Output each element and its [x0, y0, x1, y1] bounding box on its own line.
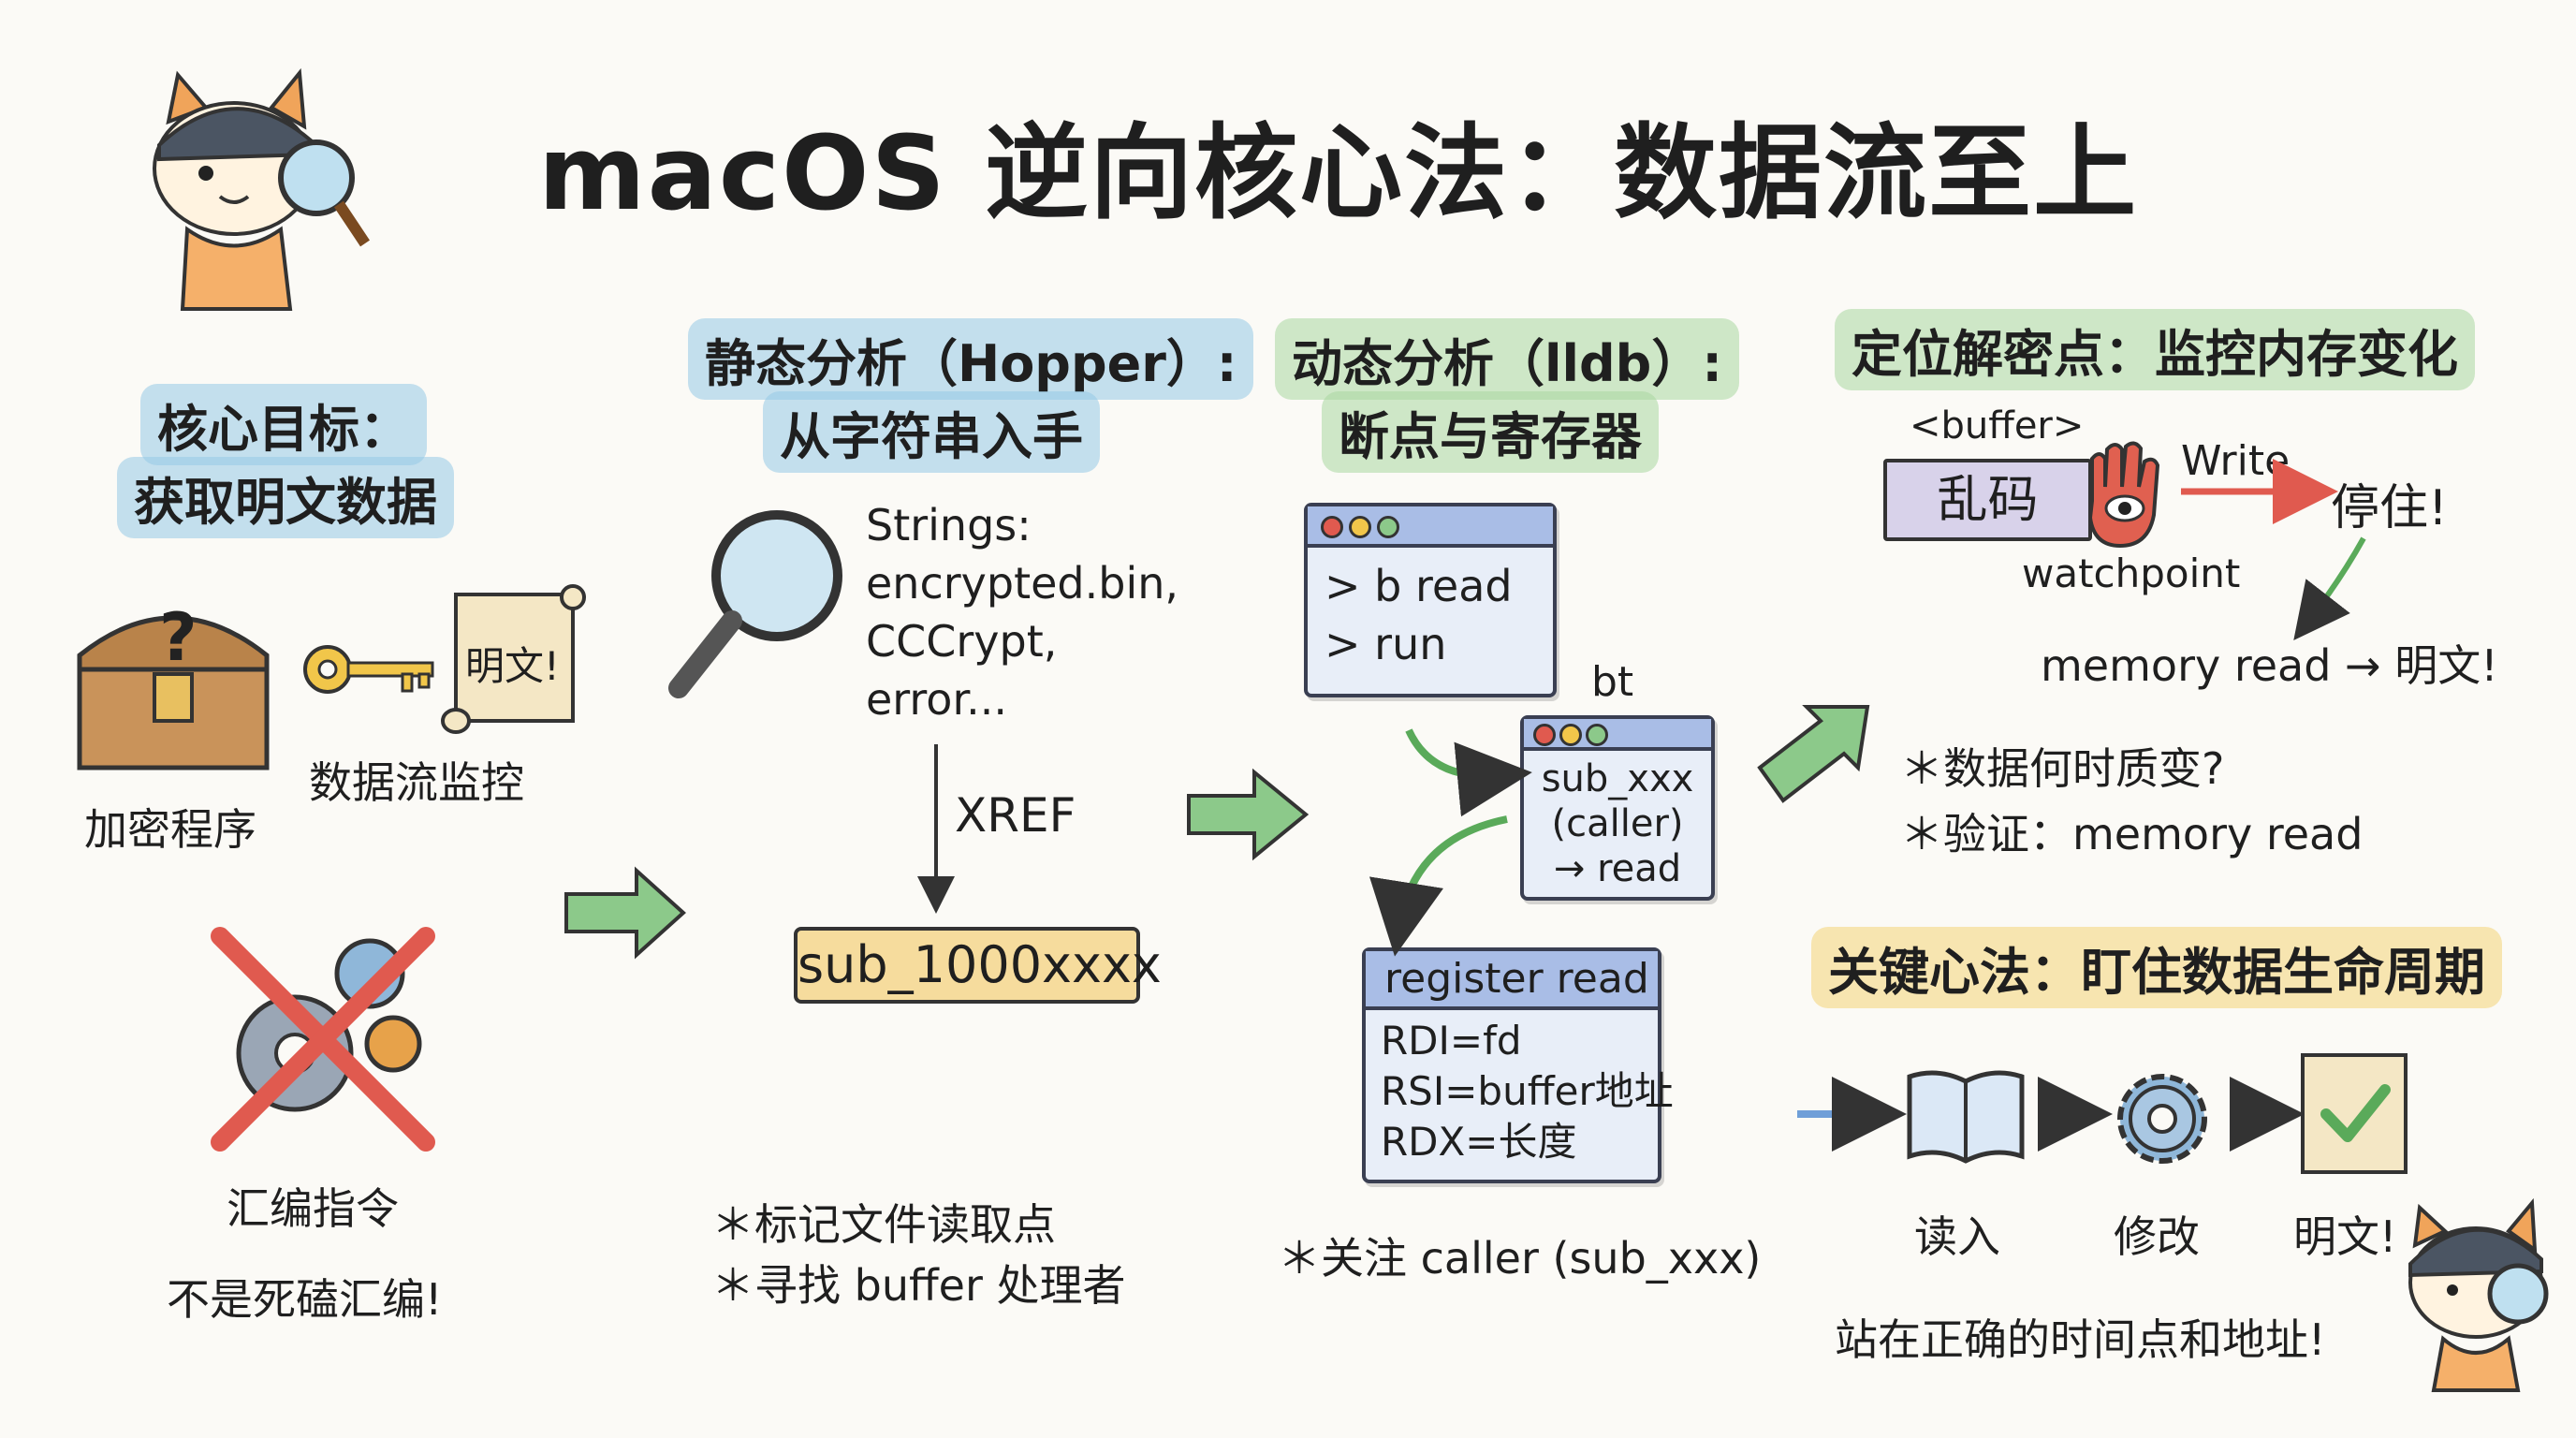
step-label: 明文! [2293, 1211, 2397, 1262]
decrypt-note: ＊验证：memory read [1900, 809, 2364, 859]
window-titlebar [1524, 719, 1711, 751]
caller-to-register-arrow [1369, 815, 1508, 957]
buffer-label: <buffer> [1910, 404, 2085, 448]
decrypt-heading: 定位解密点：监控内存变化 [1835, 309, 2475, 390]
dynamic-note: ＊关注 caller (sub_xxx) [1278, 1233, 1762, 1284]
goal-heading-line1: 核心目标： [140, 384, 427, 465]
register-title: register read [1366, 951, 1658, 1010]
arrow-static-to-dynamic [1187, 768, 1310, 861]
caller-line: sub_xxx [1541, 757, 1694, 800]
book-icon [1907, 1070, 2025, 1164]
scroll-icon [441, 584, 586, 734]
treasure-chest-icon: ? [77, 599, 270, 770]
console-line: > b read [1325, 561, 1513, 611]
dynamic-heading-line2: 断点与寄存器 [1322, 391, 1659, 473]
write-label: Write [2181, 437, 2291, 485]
key-heading: 关键心法：盯住数据生命周期 [1811, 927, 2502, 1008]
static-heading-line2: 从字符串入手 [763, 391, 1100, 473]
decrypt-note: ＊数据何时质变? [1900, 743, 2225, 794]
register-line: RSI=buffer地址 [1381, 1068, 1674, 1114]
strings-line: error... [866, 674, 1008, 725]
gears-crossed-icon [211, 927, 435, 1152]
caller-line: (caller) [1551, 802, 1684, 845]
chest-label: 加密程序 [84, 804, 256, 855]
magnifier-icon [668, 510, 842, 698]
scroll-plaintext: 明文! [465, 643, 560, 689]
strings-line: Strings: [866, 500, 1032, 550]
bt-label: bt [1591, 658, 1634, 706]
register-line: RDI=fd [1381, 1018, 1522, 1064]
memory-read-label: memory read → 明文! [2041, 640, 2498, 691]
static-heading-line1: 静态分析（Hopper）: [688, 318, 1254, 400]
caller-window: sub_xxx (caller) → read [1520, 715, 1715, 901]
static-note: ＊寻找 buffer 处理者 [711, 1260, 1126, 1311]
garbled-buffer: 乱码 [1883, 459, 2092, 541]
svg-text:?: ? [159, 599, 198, 676]
step-label: 修改 [2114, 1211, 2200, 1262]
not-asm-label: 不是死磕汇编! [167, 1274, 443, 1325]
xref-label: XREF [955, 788, 1076, 843]
flow-label: 数据流监控 [309, 757, 524, 808]
lldb-console-window: > b read > run [1304, 503, 1557, 697]
console-line: > run [1325, 619, 1447, 669]
window-titlebar [1308, 506, 1553, 548]
cat-detective-icon [153, 67, 370, 311]
step-label: 读入 [1914, 1211, 2000, 1262]
strings-line: CCCrypt, [866, 616, 1058, 667]
stop-label: 停住! [2331, 480, 2448, 536]
goal-heading-line2: 获取明文数据 [117, 457, 454, 538]
stop-to-memory-arrow [2293, 536, 2366, 640]
arrow-left-to-static [564, 866, 686, 960]
strings-list: Strings: encrypted.bin, CCCrypt, error..… [866, 496, 1178, 728]
console-to-caller-arrow [1405, 728, 1532, 817]
caller-line: → read [1553, 847, 1682, 890]
strings-line: encrypted.bin, [866, 558, 1178, 609]
arrow-dynamic-to-decrypt [1757, 705, 1870, 803]
key-footer: 站在正确的时间点和地址! [1835, 1314, 2326, 1365]
sub-function-box: sub_1000xxxx [794, 927, 1162, 1004]
asm-label: 汇编指令 [227, 1183, 399, 1234]
dynamic-heading-line1: 动态分析（lldb）: [1275, 318, 1739, 400]
page-title: macOS 逆向核心法：数据流至上 [538, 113, 2139, 233]
gear-icon [2117, 1074, 2207, 1164]
static-note: ＊标记文件读取点 [711, 1199, 1056, 1250]
stop-hand-icon [2087, 441, 2160, 549]
key-icon [303, 645, 434, 694]
cat-mascot-icon [2408, 1197, 2549, 1392]
watchpoint-label: watchpoint [2022, 550, 2241, 596]
register-window: register read RDI=fd RSI=buffer地址 RDX=长度 [1362, 947, 1674, 1183]
register-line: RDX=长度 [1381, 1119, 1577, 1165]
